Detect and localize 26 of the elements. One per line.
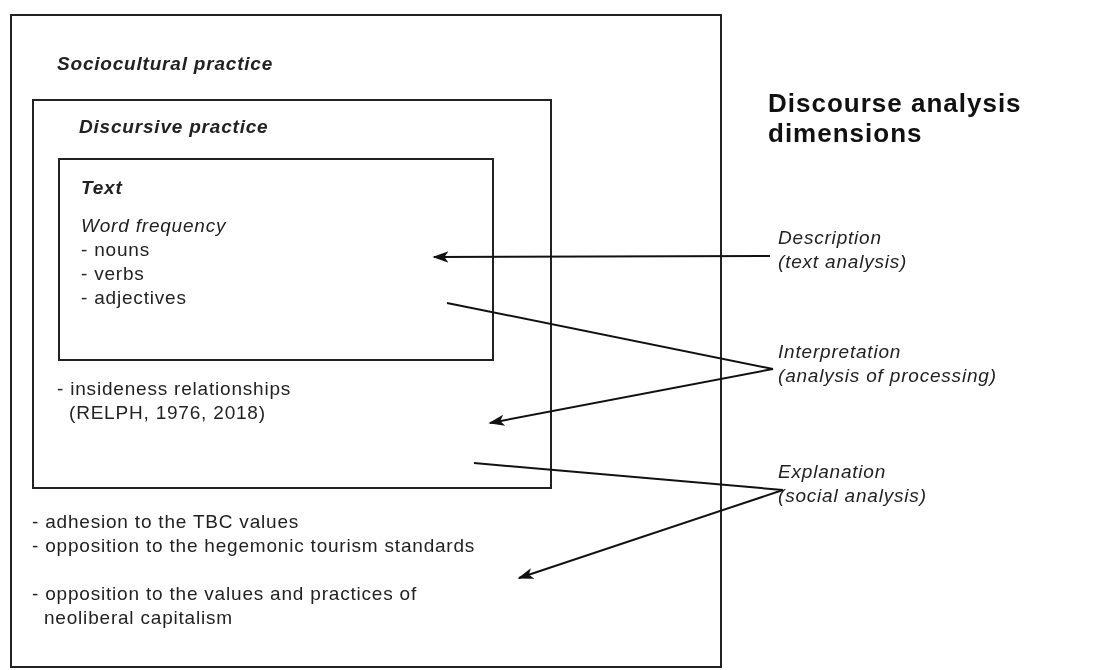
list-item-text: - opposition to the values and practices of neoliberal capitalism (32, 582, 419, 630)
arrow (488, 368, 774, 426)
subheading-text: Word frequency (81, 214, 227, 238)
dimension-label: Description (778, 226, 882, 250)
connector-line (473, 462, 784, 491)
heading-text: Text (81, 176, 123, 200)
list-item-text: - insideness relationships (RELPH, 1976, 2018) (57, 377, 293, 425)
dimension-note: (social analysis) (778, 484, 927, 508)
diagram-title: Discourse analysis dimensions (768, 88, 1023, 148)
inner-text-box (58, 158, 494, 361)
outer-practice-box (10, 14, 722, 668)
arrow (432, 251, 771, 263)
dimension-note: (analysis of processing) (778, 364, 997, 388)
dimension-note: (text analysis) (778, 250, 908, 274)
heading-text: Sociocultural practice (57, 52, 274, 76)
list-item-text: - opposition to the hegemonic tourism standards (32, 534, 477, 558)
list-item-text: - verbs (81, 262, 145, 286)
arrow (517, 489, 784, 579)
connector-line (446, 302, 774, 370)
middle-practice-box (32, 99, 552, 489)
list-item-text: - nouns (81, 238, 150, 262)
heading-text: Discursive practice (79, 115, 269, 139)
dimension-label: Explanation (778, 460, 887, 484)
dimension-label: Interpretation (778, 340, 902, 364)
list-item-text: - adjectives (81, 286, 187, 310)
list-item-text: - adhesion to the TBC values (32, 510, 301, 534)
